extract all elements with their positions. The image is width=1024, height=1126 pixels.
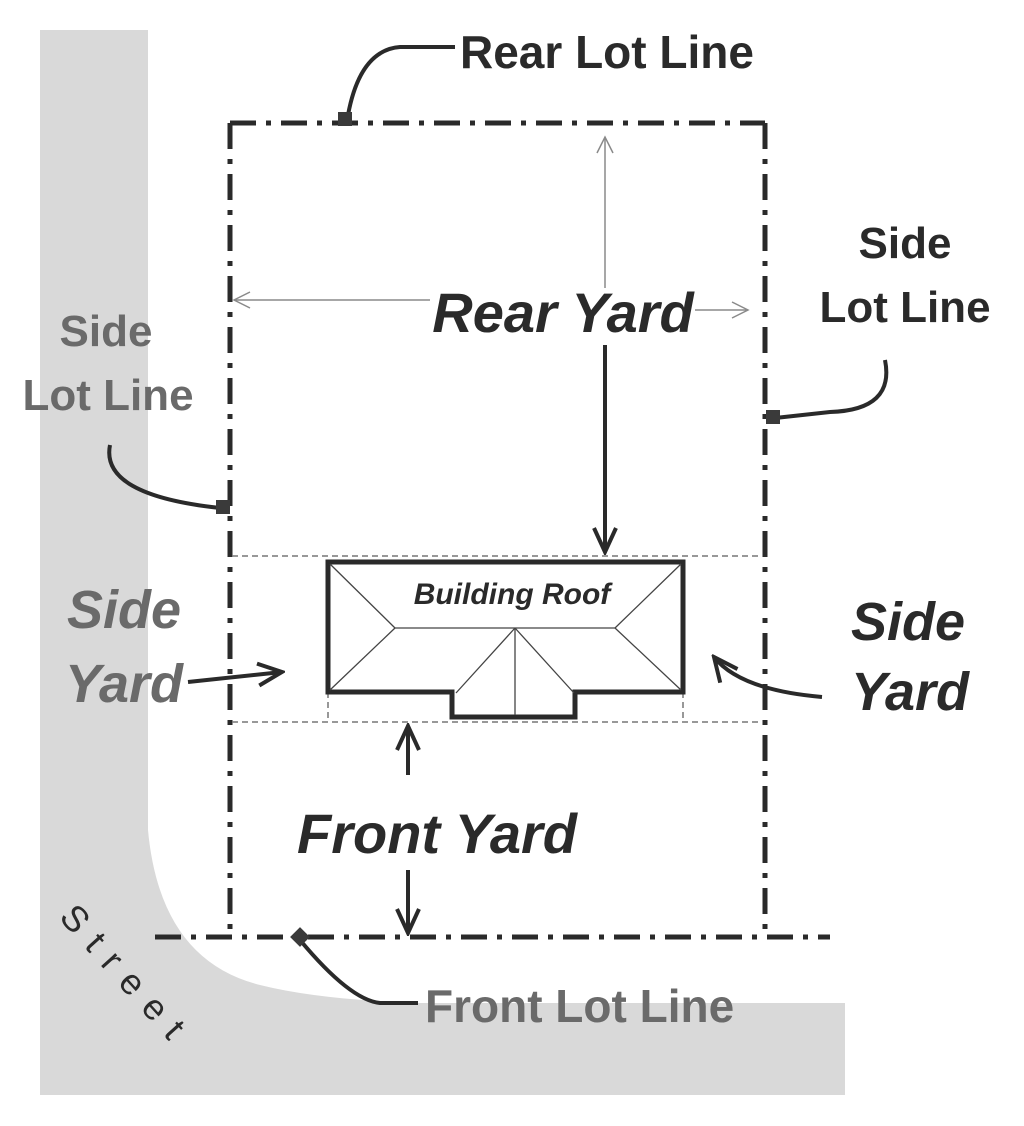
rear-lot-line-label: Rear Lot Line — [460, 26, 754, 78]
side-yard-right-label-2: Yard — [851, 662, 970, 722]
front-yard-label: Front Yard — [297, 802, 579, 865]
side-yard-left-label-1: Side — [67, 580, 181, 640]
side-yard-right-label-1: Side — [851, 592, 965, 652]
side-lot-line-right-label-2: Lot Line — [819, 283, 990, 332]
side-yard-left-label-2: Yard — [65, 654, 184, 714]
front-lot-line-label: Front Lot Line — [425, 980, 734, 1032]
callouts — [107, 45, 889, 1005]
side-lot-line-left-label-1: Side — [60, 307, 153, 356]
setback-lines — [232, 555, 762, 723]
side-yard-left-arrow — [187, 672, 282, 682]
lot-lines — [155, 120, 830, 940]
building-roof: Building Roof — [325, 559, 686, 720]
street-area — [40, 30, 845, 1095]
side-lot-line-right-label-1: Side — [859, 219, 952, 268]
building-roof-label: Building Roof — [414, 578, 614, 611]
callout-markers — [216, 112, 780, 947]
side-lot-line-left-label-2: Lot Line — [22, 371, 193, 420]
rear-yard-arrows — [232, 135, 750, 319]
rear-yard-label: Rear Yard — [432, 281, 695, 344]
side-yard-right-arrow — [714, 657, 823, 699]
